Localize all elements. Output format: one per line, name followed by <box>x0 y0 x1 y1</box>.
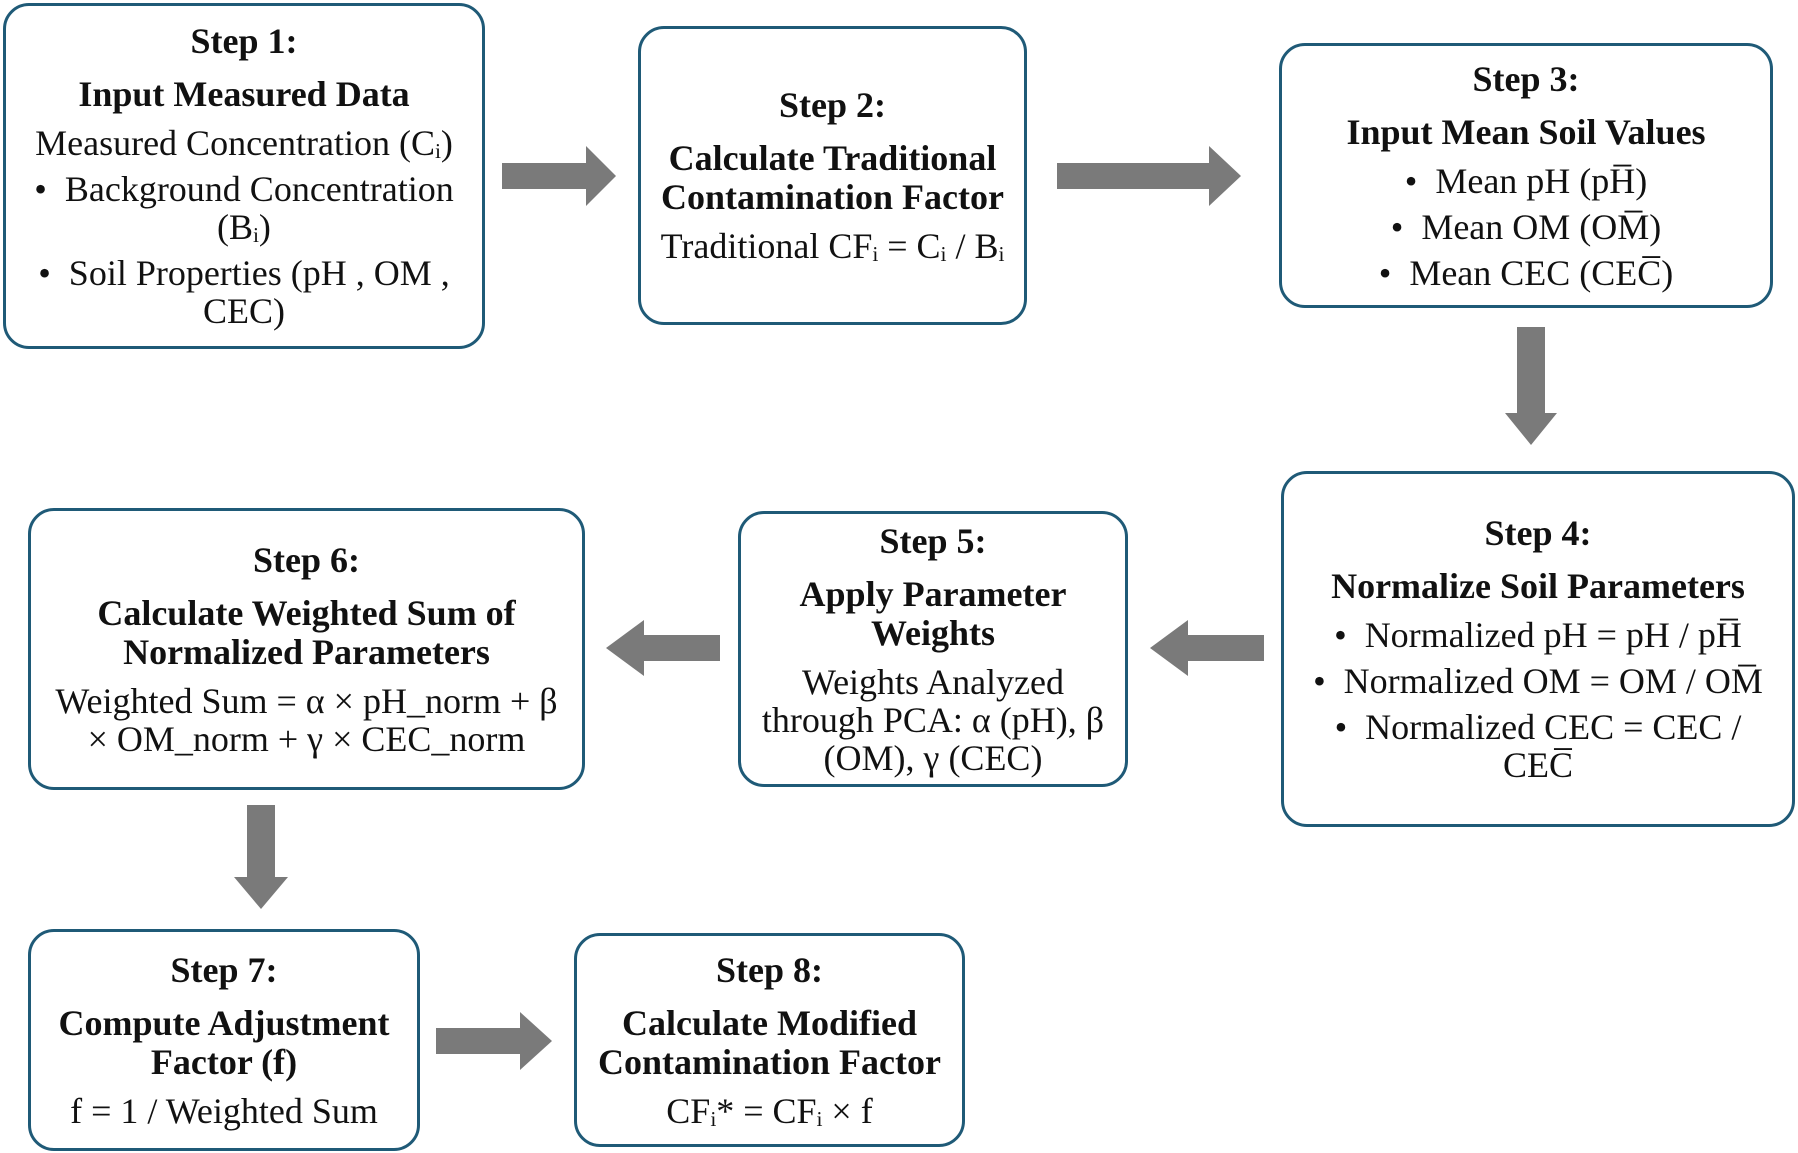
step-1-bullet: Soil Properties (pH , OM , CEC) <box>20 254 468 330</box>
step-4-bullet: Normalized CEC = CEC / CEC̅ <box>1298 708 1778 784</box>
step-1-label: Step 1: <box>190 21 298 61</box>
step-1-bullet: Background Concentration (Bᵢ) <box>20 170 468 246</box>
step-4-bullet: Normalized pH = pH / pH̅ <box>1334 616 1742 654</box>
step-8-box: Step 8: Calculate Modified Contamination… <box>574 933 965 1147</box>
step-1-box: Step 1: Input Measured Data Measured Con… <box>3 3 485 349</box>
step-3-label: Step 3: <box>1472 58 1580 99</box>
step-1-heading: Input Measured Data <box>78 74 410 114</box>
arrow-down-icon <box>1505 327 1557 445</box>
arrow-right-icon <box>502 146 616 206</box>
step-3-heading: Input Mean Soil Values <box>1346 111 1706 152</box>
step-4-heading: Normalize Soil Parameters <box>1331 566 1745 606</box>
step-8-heading: Calculate Modified Contamination Factor <box>598 1002 941 1082</box>
step-6-formula: Weighted Sum = α × pH_norm + β × OM_norm… <box>55 680 558 759</box>
step-2-box: Step 2: Calculate Traditional Contaminat… <box>638 26 1027 325</box>
step-7-label: Step 7: <box>170 949 278 990</box>
step-5-heading: Apply Parameter Weights <box>799 573 1067 653</box>
step-5-box: Step 5: Apply Parameter Weights Weights … <box>738 511 1128 787</box>
step-4-box: Step 4: Normalize Soil Parameters Normal… <box>1281 471 1795 827</box>
step-2-heading: Calculate Traditional Contamination Fact… <box>661 138 1004 217</box>
step-6-heading: Calculate Weighted Sum of Normalized Par… <box>97 592 516 672</box>
step-7-box: Step 7: Compute Adjustment Factor (f) f … <box>28 929 420 1151</box>
arrow-right-icon <box>436 1012 552 1070</box>
arrow-right-icon <box>1057 146 1241 206</box>
step-4-label: Step 4: <box>1484 513 1592 553</box>
step-3-bullet: Mean pH (pH̅) <box>1405 162 1647 200</box>
step-6-box: Step 6: Calculate Weighted Sum of Normal… <box>28 508 585 790</box>
arrow-left-icon <box>1150 620 1264 676</box>
step-2-label: Step 2: <box>779 85 886 125</box>
step-3-bullet: Mean CEC (CEC̅) <box>1379 254 1673 292</box>
step-1-line: Measured Concentration (Cᵢ) <box>35 123 453 163</box>
step-5-label: Step 5: <box>879 520 987 561</box>
arrow-down-icon <box>234 805 288 909</box>
step-8-label: Step 8: <box>716 949 823 990</box>
step-8-formula: CFᵢ* = CFᵢ × f <box>666 1090 873 1131</box>
step-3-bullet: Mean OM (OM̅) <box>1391 208 1661 246</box>
step-6-label: Step 6: <box>253 539 360 580</box>
step-7-formula: f = 1 / Weighted Sum <box>70 1090 378 1131</box>
step-5-text: Weights Analyzed through PCA: α (pH), β … <box>761 661 1105 778</box>
step-4-bullet: Normalized OM = OM / OM̅ <box>1313 662 1763 700</box>
step-2-formula: Traditional CFᵢ = Cᵢ / Bᵢ <box>660 226 1005 266</box>
step-3-box: Step 3: Input Mean Soil Values Mean pH (… <box>1279 43 1773 308</box>
arrow-left-icon <box>606 620 720 676</box>
step-7-heading: Compute Adjustment Factor (f) <box>58 1002 390 1082</box>
